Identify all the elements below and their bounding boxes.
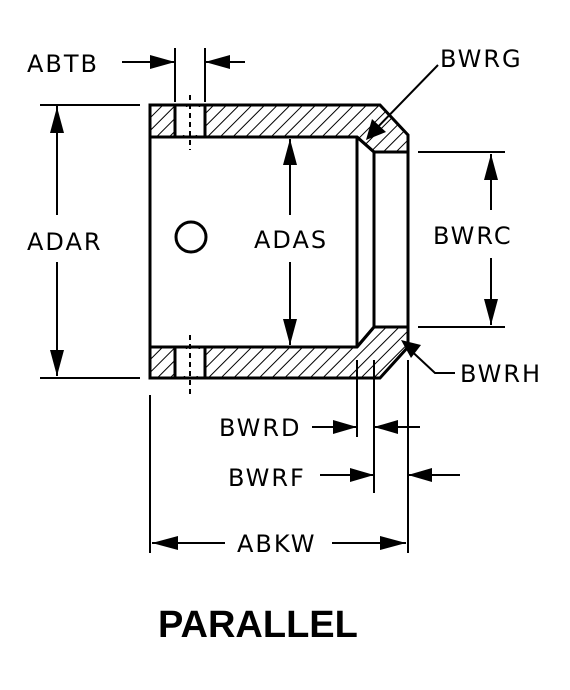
label-bwrc: BWRC <box>433 222 513 250</box>
abkw-dimension: ABKW <box>149 395 406 558</box>
bwrg-leader: BWRG <box>366 45 523 140</box>
bwrd-dimension: BWRD <box>219 360 420 493</box>
adar-dimension: ADAR <box>27 104 140 379</box>
bwrh-leader: BWRH <box>401 340 542 388</box>
abtb-hole-top <box>173 95 207 150</box>
label-bwrd: BWRD <box>219 414 302 442</box>
bwrf-dimension: BWRF <box>228 360 460 553</box>
abtb-dimension: ABTB <box>27 48 245 102</box>
label-bwrh: BWRH <box>460 360 542 388</box>
adas-dimension: ADAS <box>254 139 328 345</box>
label-abtb: ABTB <box>27 50 99 78</box>
label-adas: ADAS <box>254 226 328 254</box>
label-bwrf: BWRF <box>228 464 306 492</box>
bwrc-dimension: BWRC <box>418 151 513 328</box>
side-hole <box>174 220 208 254</box>
diagram-title: PARALLEL <box>158 604 358 646</box>
label-adar: ADAR <box>27 228 103 256</box>
abtb-hole-bottom <box>173 335 207 395</box>
label-bwrg: BWRG <box>440 45 523 73</box>
label-abkw: ABKW <box>237 530 317 558</box>
